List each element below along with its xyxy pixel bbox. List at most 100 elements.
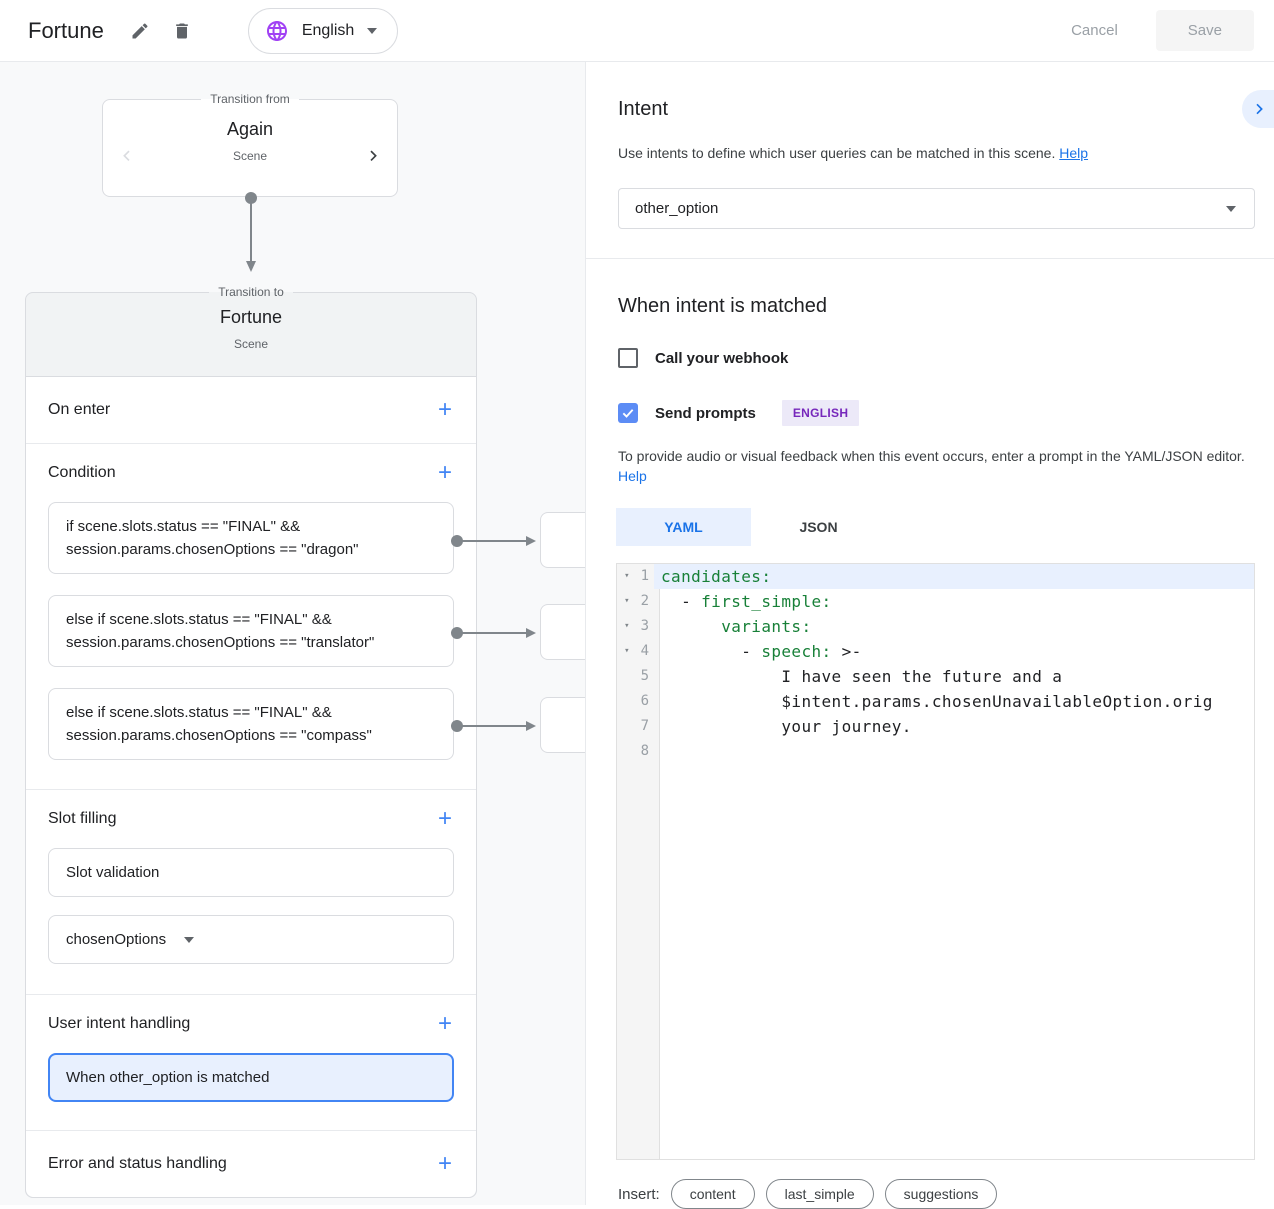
transition-to-label: Transition to: [218, 285, 284, 299]
on-enter-label: On enter: [48, 401, 111, 418]
webhook-row: Call your webhook: [618, 348, 1255, 368]
intent-help-link[interactable]: Help: [1059, 145, 1089, 161]
code-line-8: 8: [617, 739, 1254, 764]
condition-box-translator[interactable]: else if scene.slots.status == "FINAL" &&…: [48, 595, 454, 667]
language-label: English: [301, 21, 355, 39]
condition-box-dragon[interactable]: if scene.slots.status == "FINAL" && sess…: [48, 502, 454, 574]
condition-target-box-2[interactable]: [540, 604, 586, 660]
slot-validation-label: Slot validation: [66, 864, 160, 881]
slot-param-box[interactable]: chosenOptions: [48, 915, 454, 964]
add-error-handler-button[interactable]: +: [437, 1150, 452, 1177]
insert-last-simple-button[interactable]: last_simple: [765, 1179, 874, 1209]
fold-toggle: [617, 714, 637, 739]
globe-icon: [265, 19, 289, 43]
intent-select[interactable]: other_option: [618, 188, 1255, 229]
transition-from-card: Transition from Again Scene: [102, 92, 398, 197]
line-number: 1: [640, 568, 649, 584]
user-intent-handling-label: User intent handling: [48, 1015, 191, 1032]
code-line-1: ▾ 1 candidates:: [617, 564, 1254, 589]
tab-json[interactable]: JSON: [751, 508, 886, 546]
code-line-5: 5 I have seen the future and a: [617, 664, 1254, 689]
chevron-right-icon: [1251, 101, 1267, 117]
condition-text: else if scene.slots.status == "FINAL" &&: [66, 611, 332, 628]
delete-scene-button[interactable]: [166, 15, 198, 47]
save-button[interactable]: Save: [1155, 10, 1254, 51]
slot-validation-box[interactable]: Slot validation: [48, 848, 454, 897]
topbar: Fortune English Cancel Save: [0, 0, 1274, 62]
trash-icon: [172, 21, 192, 41]
section-slot-filling: Slot filling + Slot validation chosenOpt…: [26, 790, 476, 995]
intent-handler-box-selected[interactable]: When other_option is matched: [48, 1053, 454, 1102]
panel-divider: [586, 258, 1274, 259]
condition-label: Condition: [48, 464, 116, 481]
chevron-down-icon: [1226, 205, 1236, 212]
fold-toggle: [617, 664, 637, 689]
add-intent-handler-button[interactable]: +: [437, 1010, 452, 1037]
code-line-6: 6 $intent.params.chosenUnavailableOption…: [617, 689, 1254, 714]
condition-text: if scene.slots.status == "FINAL" &&: [66, 518, 301, 535]
fold-toggle[interactable]: ▾: [624, 571, 630, 581]
line-number: 4: [640, 643, 649, 659]
insert-label: Insert:: [618, 1185, 660, 1203]
fold-toggle[interactable]: ▾: [624, 621, 630, 631]
line-number: 3: [640, 618, 649, 634]
line-number: 6: [640, 693, 649, 709]
to-scene-header: Fortune Scene: [26, 299, 476, 376]
fold-toggle[interactable]: ▾: [624, 646, 630, 656]
add-condition-button[interactable]: +: [437, 459, 452, 486]
send-prompts-checkbox[interactable]: [618, 403, 638, 423]
fold-toggle[interactable]: ▾: [624, 596, 630, 606]
call-webhook-label: Call your webhook: [655, 349, 789, 367]
line-number: 8: [640, 743, 649, 759]
condition-target-box-3[interactable]: [540, 697, 586, 753]
edit-title-button[interactable]: [124, 15, 156, 47]
chevron-left-icon: [119, 148, 135, 164]
prompts-description: To provide audio or visual feedback when…: [618, 446, 1255, 486]
fold-toggle: [617, 739, 637, 764]
chevron-right-icon: [365, 148, 381, 164]
condition-box-compass[interactable]: else if scene.slots.status == "FINAL" &&…: [48, 688, 454, 760]
call-webhook-checkbox[interactable]: [618, 348, 638, 368]
add-slot-button[interactable]: +: [437, 805, 452, 832]
insert-row: Insert: content last_simple suggestions: [618, 1179, 1255, 1209]
language-badge: ENGLISH: [781, 400, 860, 426]
language-selector[interactable]: English: [247, 7, 399, 54]
error-handling-label: Error and status handling: [48, 1155, 227, 1172]
code-editor[interactable]: ▾ 1 candidates: ▾ 2 - first_simple: ▾ 3 …: [616, 563, 1255, 1160]
intent-select-value: other_option: [635, 200, 719, 217]
cancel-button[interactable]: Cancel: [1055, 12, 1134, 49]
condition-text: session.params.chosenOptions == "dragon": [66, 541, 359, 558]
fold-toggle: [617, 689, 637, 714]
collapse-panel-button[interactable]: [1242, 90, 1274, 128]
intent-description: Use intents to define which user queries…: [618, 145, 1255, 161]
tab-yaml[interactable]: YAML: [616, 508, 751, 546]
prompts-help-link[interactable]: Help: [618, 468, 647, 484]
slot-filling-label: Slot filling: [48, 810, 117, 827]
line-number: 5: [640, 668, 649, 684]
condition-target-box-1[interactable]: [540, 512, 586, 568]
transition-from-label: Transition from: [210, 92, 290, 106]
when-matched-title: When intent is matched: [618, 295, 827, 317]
chevron-down-icon: [367, 27, 378, 34]
section-error-handling: Error and status handling +: [26, 1131, 476, 1197]
editor-tabs: YAML JSON: [616, 508, 1255, 546]
insert-content-button[interactable]: content: [670, 1179, 755, 1209]
from-scene-name: Again: [226, 119, 274, 139]
scene-flow-panel: Transition from Again Scene Transition t…: [0, 62, 586, 1205]
transition-to-card: Transition to Fortune Scene On enter + C…: [25, 285, 477, 1198]
next-scene-button[interactable]: [361, 144, 385, 168]
intent-description-text: Use intents to define which user queries…: [618, 145, 1056, 161]
prompts-description-text: To provide audio or visual feedback when…: [618, 448, 1245, 464]
condition-text: else if scene.slots.status == "FINAL" &&: [66, 704, 332, 721]
intent-panel-title: Intent: [618, 98, 669, 120]
condition-arrow-3: [451, 720, 536, 732]
section-condition: Condition + if scene.slots.status == "FI…: [26, 444, 476, 790]
previous-scene-button[interactable]: [115, 144, 139, 168]
insert-suggestions-button[interactable]: suggestions: [884, 1179, 998, 1209]
to-scene-name: Fortune: [219, 307, 283, 327]
send-prompts-label: Send prompts: [655, 404, 756, 422]
section-on-enter: On enter +: [26, 377, 476, 444]
add-on-enter-button[interactable]: +: [437, 396, 452, 423]
intent-panel: Intent Use intents to define which user …: [585, 62, 1274, 1209]
intent-handler-label: When other_option is matched: [66, 1069, 270, 1086]
